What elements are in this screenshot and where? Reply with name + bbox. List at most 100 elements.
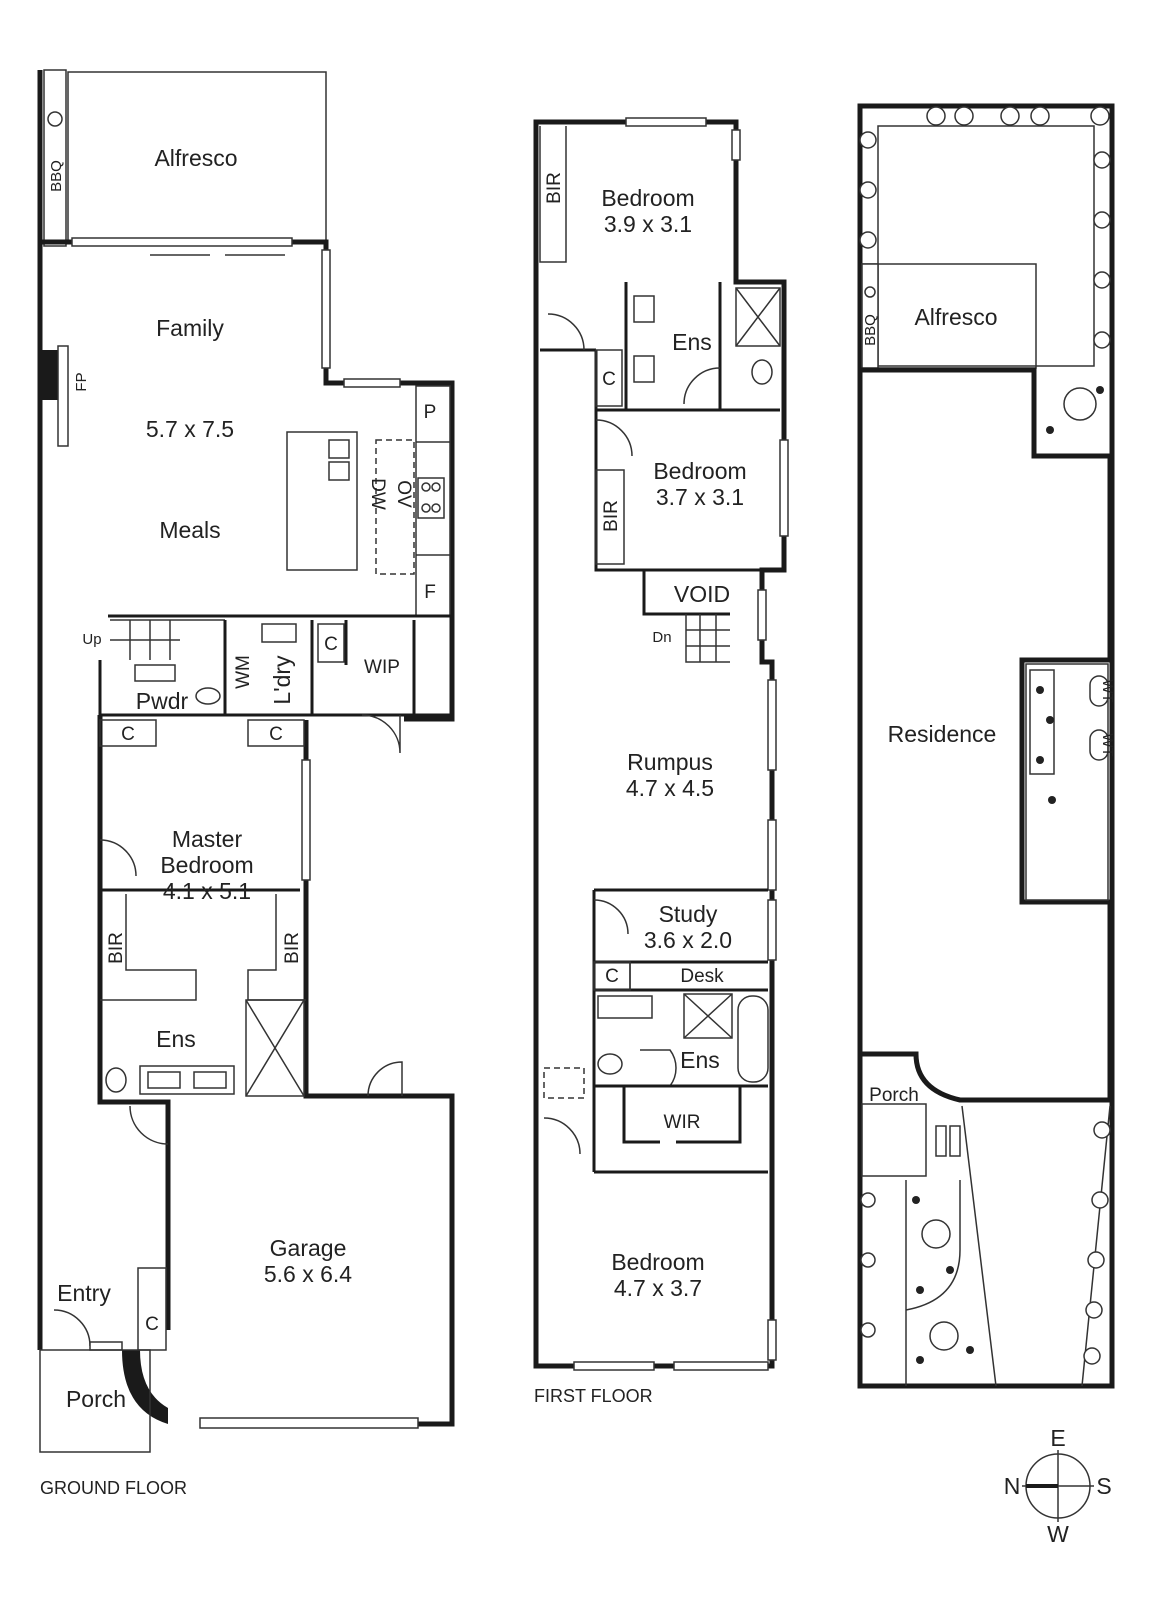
meals-label: Meals xyxy=(159,517,220,543)
kitchen-island xyxy=(286,431,358,571)
master-cupboard-1 xyxy=(99,719,157,747)
compass-s: S xyxy=(1096,1473,1111,1499)
hedge-tree xyxy=(1000,106,1020,126)
ens-door-swing xyxy=(683,367,721,405)
ff-dashed-box xyxy=(543,1067,585,1099)
burner xyxy=(421,503,431,513)
tree xyxy=(1063,387,1097,421)
bed3-label: Bedroom xyxy=(611,1249,704,1275)
desk-label: Desk xyxy=(680,966,724,987)
courtyard xyxy=(1025,663,1109,901)
master-label-1: Master xyxy=(172,826,243,852)
burner xyxy=(421,482,431,492)
bed2-label: Bedroom xyxy=(653,458,746,484)
entry-cupboard-label: C xyxy=(145,1314,159,1335)
compass xyxy=(1022,1450,1094,1522)
void-walls xyxy=(642,570,730,616)
cooktop xyxy=(417,477,445,519)
basin xyxy=(193,1071,227,1089)
garage-door-swing xyxy=(367,1061,403,1097)
ens2-bath xyxy=(737,995,769,1083)
family-window xyxy=(321,249,331,369)
laundry-trough xyxy=(261,623,297,643)
bed2-walls xyxy=(594,410,762,572)
rumpus-dims: 4.7 x 4.5 xyxy=(626,775,714,801)
hedge-tree xyxy=(860,1252,876,1268)
bed1-label: Bedroom xyxy=(601,185,694,211)
bed3-dims: 4.7 x 3.7 xyxy=(614,1275,702,1301)
bed2-door-swing xyxy=(595,419,633,457)
shrub xyxy=(966,1346,974,1354)
ground-floor-plan xyxy=(37,69,455,1453)
site-porch xyxy=(861,1103,927,1177)
hedge-tree xyxy=(859,131,877,149)
rumpus-label: Rumpus xyxy=(627,749,713,775)
porch-area xyxy=(39,1349,151,1453)
entry-label: Entry xyxy=(57,1280,111,1306)
hedge-tree xyxy=(859,231,877,249)
shrub xyxy=(1036,756,1044,764)
bbq-circle xyxy=(47,111,63,127)
master-label-2: Bedroom xyxy=(160,852,253,878)
rear-lawn xyxy=(877,125,1095,367)
study-door-swing xyxy=(593,899,629,935)
laundry-cupboard-label: C xyxy=(324,634,338,655)
hedge-tree xyxy=(1085,1301,1103,1319)
shower-cross xyxy=(245,999,305,1097)
garage-dims: 5.6 x 6.4 xyxy=(264,1261,352,1287)
powder-label: Pwdr xyxy=(136,688,189,714)
tree xyxy=(929,1321,959,1351)
hedge-tree xyxy=(1093,1121,1111,1139)
sliding-door xyxy=(71,237,293,247)
bbq-counter xyxy=(43,69,67,247)
ensuite-label: Ens xyxy=(156,1026,196,1052)
hedge-tree xyxy=(1093,331,1111,349)
shrub xyxy=(1046,426,1054,434)
shower-cross xyxy=(735,287,781,347)
driveway-edge xyxy=(961,1105,1111,1387)
north-arrow xyxy=(1026,1484,1058,1488)
step xyxy=(949,1125,961,1157)
compass-e: E xyxy=(1050,1425,1065,1451)
bed1-dims: 3.9 x 3.1 xyxy=(604,211,692,237)
powder-toilet xyxy=(195,687,221,705)
bed1-side-window xyxy=(731,129,741,161)
bed2-dims: 3.7 x 3.1 xyxy=(656,484,744,510)
ens-basin xyxy=(633,355,655,383)
ff-cupboard-label: C xyxy=(602,369,616,390)
stairs xyxy=(110,619,225,660)
stairs-up-label: Up xyxy=(82,631,101,648)
ens2-toilet xyxy=(597,1053,623,1075)
study-cupboard-label: C xyxy=(605,966,619,987)
wip-label: WIP xyxy=(364,657,400,678)
hedge-tree xyxy=(1087,1251,1105,1269)
wir-label: WIR xyxy=(664,1112,701,1133)
utility-partitions xyxy=(223,620,416,715)
island-sink-2 xyxy=(328,461,350,481)
ens2-label: Ens xyxy=(680,1047,720,1073)
void-window xyxy=(757,589,767,641)
water-tank xyxy=(1089,675,1109,707)
garage-internal-door xyxy=(129,1105,169,1145)
hedge-tree xyxy=(1093,211,1111,229)
bed3-side-window xyxy=(767,1319,777,1361)
hedge-tree xyxy=(926,106,946,126)
bed1-window xyxy=(625,117,707,127)
residence-footprint xyxy=(857,367,1113,1103)
master-cupboard-1-label: C xyxy=(121,724,135,745)
shrub xyxy=(1036,686,1044,694)
hedge-tree xyxy=(1090,106,1110,126)
ensuite-vanity xyxy=(139,1065,235,1095)
ens-basin xyxy=(633,295,655,323)
courtyard-bed xyxy=(1029,669,1055,775)
master-window xyxy=(301,759,311,881)
garage-label: Garage xyxy=(270,1235,347,1261)
entry-door-swing xyxy=(53,1309,91,1347)
shrub xyxy=(916,1356,924,1364)
water-tank-2-label: WT xyxy=(1099,733,1116,756)
bed3-window xyxy=(673,1361,769,1371)
bed3-door-swing xyxy=(543,1117,581,1155)
shrub xyxy=(1048,796,1056,804)
fireplace xyxy=(40,350,58,400)
